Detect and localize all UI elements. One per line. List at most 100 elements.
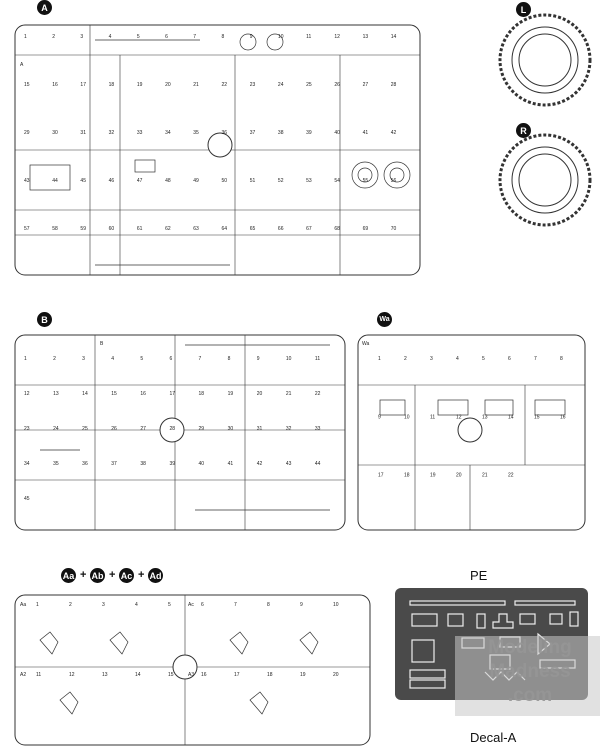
part-number-a: 14 <box>391 34 397 40</box>
part-number-a: 59 <box>80 226 86 232</box>
part-number-a: 1 <box>24 34 27 40</box>
sprue-aa-hub <box>172 654 198 680</box>
part-number-b: 13 <box>53 391 59 397</box>
part-number-aa: 2 <box>69 602 72 608</box>
sprue-ac-badge: Ac <box>119 568 134 583</box>
part-number-a: 18 <box>109 82 115 88</box>
plus-sign: + <box>80 569 87 581</box>
part-number-a: 27 <box>363 82 369 88</box>
part-number-b: 10 <box>286 356 292 362</box>
wheel-l <box>498 13 592 107</box>
part-number-a: 12 <box>334 34 340 40</box>
part-number-b: 40 <box>199 461 205 467</box>
part-number-wa: 6 <box>508 356 511 362</box>
part-number-aa: 19 <box>300 672 306 678</box>
part-number-aa: 15 <box>168 672 174 678</box>
part-number-aa: 14 <box>135 672 141 678</box>
part-number-a: 26 <box>334 82 340 88</box>
part-number-b: 39 <box>169 461 175 467</box>
part-number-a: 47 <box>137 178 143 184</box>
watermark-line: Modeling <box>488 637 572 658</box>
part-number-a: 35 <box>193 130 199 136</box>
part-number-wa: 8 <box>560 356 563 362</box>
part-number-b: 14 <box>82 391 88 397</box>
part-number-b: 8 <box>228 356 231 362</box>
part-number-a: 58 <box>52 226 58 232</box>
part-number-a: 29 <box>24 130 30 136</box>
part-number-aa: 10 <box>333 602 339 608</box>
part-number-b: 5 <box>140 356 143 362</box>
part-number-a: 52 <box>278 178 284 184</box>
part-number-b: 4 <box>111 356 114 362</box>
part-number-wa: 13 <box>482 414 488 420</box>
part-number-a: 68 <box>334 226 340 232</box>
part-number-aa: 5 <box>168 602 171 608</box>
part-number-b: 3 <box>82 356 85 362</box>
part-number-b: 31 <box>257 426 263 432</box>
part-number-b: 7 <box>199 356 202 362</box>
part-number-b: 34 <box>24 461 30 467</box>
part-number-a: 9 <box>250 34 253 40</box>
part-number-b: 27 <box>140 426 146 432</box>
part-number-a: 30 <box>52 130 58 136</box>
part-number-a: 63 <box>193 226 199 232</box>
part-number-a: 28 <box>391 82 397 88</box>
part-number-aa: 9 <box>300 602 303 608</box>
sprue-a-badge: A <box>37 0 52 15</box>
sprue-corner-label: A <box>20 62 24 68</box>
part-number-b: 32 <box>286 426 292 432</box>
part-number-b: 1 <box>24 356 27 362</box>
part-number-b: 36 <box>82 461 88 467</box>
part-number-a: 36 <box>222 130 228 136</box>
part-number-wa: 5 <box>482 356 485 362</box>
part-number-a: 37 <box>250 130 256 136</box>
sprue-aa-badge: Aa <box>61 568 76 583</box>
part-number-a: 56 <box>391 178 397 184</box>
part-number-b: 24 <box>53 426 59 432</box>
sprue-r-badge: R <box>516 123 531 138</box>
part-number-aa: 7 <box>234 602 237 608</box>
wheel-r <box>498 133 592 227</box>
part-number-b: 29 <box>199 426 205 432</box>
part-number-a: 44 <box>52 178 58 184</box>
part-number-wa: 19 <box>430 473 436 479</box>
part-number-a: 34 <box>165 130 171 136</box>
part-number-wa: 22 <box>508 473 514 479</box>
part-number-a: 65 <box>250 226 256 232</box>
part-number-b: 21 <box>286 391 292 397</box>
part-number-a: 45 <box>80 178 86 184</box>
part-number-a: 20 <box>165 82 171 88</box>
part-number-b: 43 <box>286 461 292 467</box>
part-number-a: 62 <box>165 226 171 232</box>
plus-sign: + <box>138 569 145 581</box>
part-number-b: 15 <box>111 391 117 397</box>
part-number-a: 43 <box>24 178 30 184</box>
part-number-aa: 17 <box>234 672 240 678</box>
part-number-a: 60 <box>109 226 115 232</box>
part-number-b: 44 <box>315 461 321 467</box>
part-number-b: 37 <box>111 461 117 467</box>
part-number-aa: 11 <box>36 672 41 678</box>
part-number-a: 55 <box>363 178 369 184</box>
part-number-a: 48 <box>165 178 171 184</box>
part-number-wa: 21 <box>482 473 488 479</box>
part-number-wa: 10 <box>404 414 410 420</box>
watermark-line: Madness <box>489 661 571 682</box>
part-number-b: 45 <box>24 496 30 502</box>
part-number-a: 46 <box>109 178 115 184</box>
part-number-a: 8 <box>222 34 225 40</box>
part-number-wa: 15 <box>534 414 540 420</box>
part-number-a: 61 <box>137 226 143 232</box>
part-number-aa: 18 <box>267 672 273 678</box>
part-number-a: 19 <box>137 82 143 88</box>
part-number-b: 28 <box>169 426 175 432</box>
sprue-corner-label: Aa <box>20 602 26 608</box>
sprue-wa-frame <box>357 334 586 531</box>
sprue-b-badge: B <box>37 312 52 327</box>
part-number-wa: 17 <box>378 473 384 479</box>
part-number-a: 50 <box>222 178 228 184</box>
part-number-wa: 20 <box>456 473 462 479</box>
sprue-b-frame <box>14 334 346 531</box>
part-number-a: 53 <box>306 178 312 184</box>
part-number-a: 38 <box>278 130 284 136</box>
